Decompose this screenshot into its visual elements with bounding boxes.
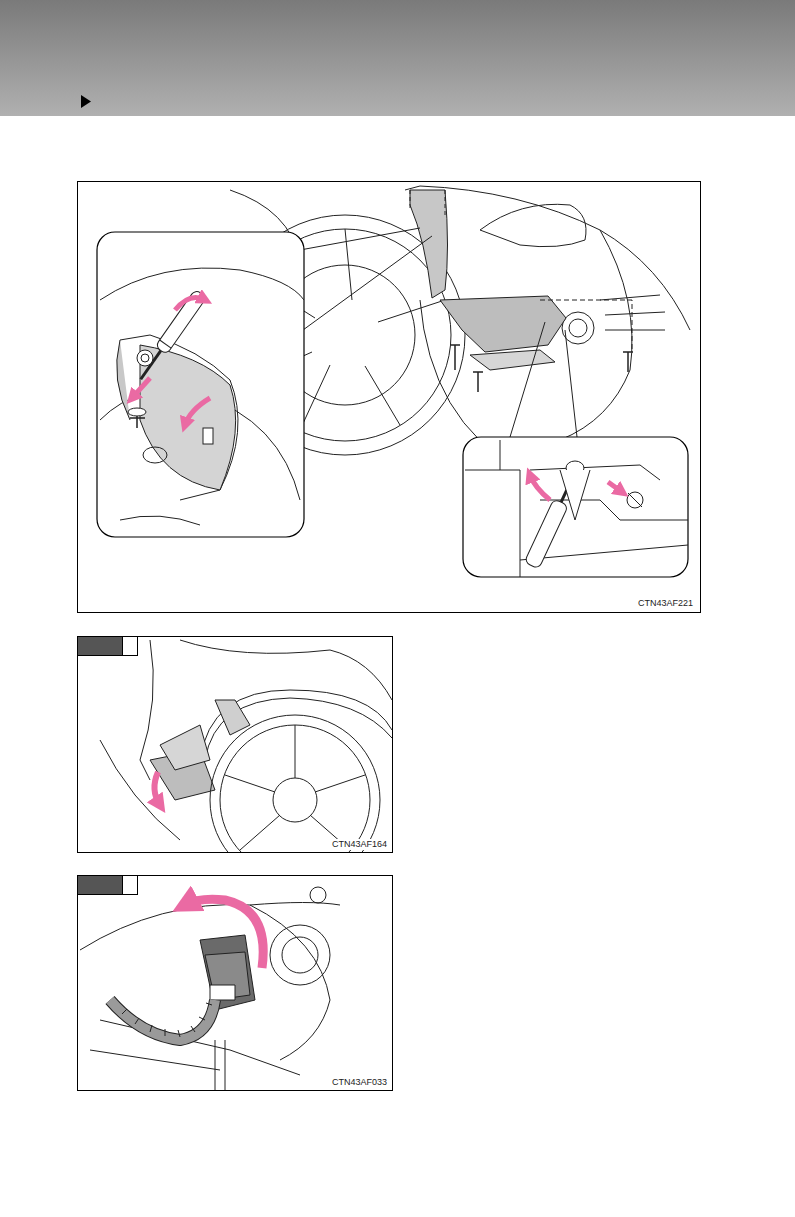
main-figure-part-part-part [524, 499, 568, 569]
main-figure-part [97, 232, 304, 537]
main-figure-part-part [560, 470, 590, 520]
main-figure-part [463, 437, 688, 577]
step-figure-part-part [122, 1003, 212, 1037]
step-figure-part [78, 876, 393, 1091]
main-figure-part-part [562, 312, 594, 344]
step-figure-part [78, 876, 123, 895]
main-figure-part-part [135, 289, 207, 383]
step-figure-part-part [270, 925, 330, 985]
main-figure-part-part [530, 475, 550, 500]
step-figure-part-part [210, 985, 235, 1000]
main-figure-part-part [410, 190, 448, 298]
main-figure-part-part [628, 493, 642, 507]
step-figure-part [154, 772, 160, 805]
step-figure-part-part [200, 935, 255, 1010]
main-figure-part-part [203, 428, 213, 444]
step-figure-part-part [220, 725, 370, 852]
step-figure-part [100, 640, 392, 852]
main-figure-part-part [120, 516, 200, 525]
step-figure-part-part [110, 1000, 215, 1040]
main-figure-part-part [120, 335, 238, 500]
main-figure-part-part [473, 372, 483, 392]
main-figure-part-part-part [160, 340, 171, 348]
header-bar [0, 0, 795, 116]
main-figure-part-part [140, 345, 236, 490]
main-figure-part-part [440, 296, 566, 352]
main-figure-part-part [608, 482, 622, 492]
figure-code: CTN43AF221 [637, 598, 694, 609]
figure-code: CTN43AF164 [331, 839, 388, 850]
main-figure-part-part [623, 352, 633, 372]
main-figure-part-part [569, 319, 587, 337]
main-figure-part-part [175, 298, 205, 310]
figure-code: CTN43AF033 [331, 1077, 388, 1088]
section-marker [81, 95, 91, 108]
main-figure-part [100, 268, 304, 525]
main-figure-part-part [560, 230, 632, 440]
section-marker-part [81, 95, 91, 108]
step-figure-part-part [100, 740, 180, 840]
step-figure-part-part [160, 725, 210, 770]
step-figure-part-part [205, 952, 250, 1000]
main-figure-part-part [465, 470, 520, 577]
main-figure-part-part [117, 340, 130, 420]
step-figure-part [78, 637, 123, 656]
main-figure [78, 86, 701, 613]
main-figure-part-part [540, 300, 632, 352]
main-figure-part-part [510, 322, 577, 437]
main-figure-part [465, 440, 688, 577]
step-figure-part-part [282, 937, 318, 973]
step-figure-part-part [225, 725, 365, 850]
step-figure-part-part [215, 1040, 225, 1090]
step-figure [78, 876, 393, 1091]
step-figure-part [185, 899, 263, 968]
main-figure-part-part [410, 190, 445, 215]
step-figure-part-part [110, 1000, 215, 1040]
step-figure-part [123, 876, 138, 895]
main-figure-part-part [141, 354, 149, 362]
step-figure-part [123, 637, 138, 656]
step-figure-part [80, 887, 340, 1090]
main-figure-part [78, 182, 701, 613]
main-figure-part-part [627, 492, 643, 508]
step-figure [78, 637, 393, 886]
main-figure-part-part-part [155, 289, 207, 354]
main-figure-part [530, 475, 622, 500]
main-figure-part-part [450, 345, 460, 370]
main-figure-part-part [128, 408, 146, 416]
main-figure-part-part [137, 350, 153, 366]
main-figure-part-part [143, 447, 167, 463]
main-figure-part-part [480, 204, 586, 246]
step-figure-part-part [140, 640, 153, 780]
step-figure-part-part [210, 715, 380, 852]
step-figure-part-part [180, 640, 392, 700]
main-figure-part-part [132, 378, 150, 398]
header-bar-part [0, 0, 795, 116]
main-figure-part [132, 298, 210, 425]
main-figure-part-part [300, 228, 432, 330]
step-figure-part-part [215, 700, 250, 735]
main-figure-part-part [470, 350, 555, 370]
main-figure-part-part [185, 398, 210, 425]
step-figure-part-part [310, 887, 326, 903]
